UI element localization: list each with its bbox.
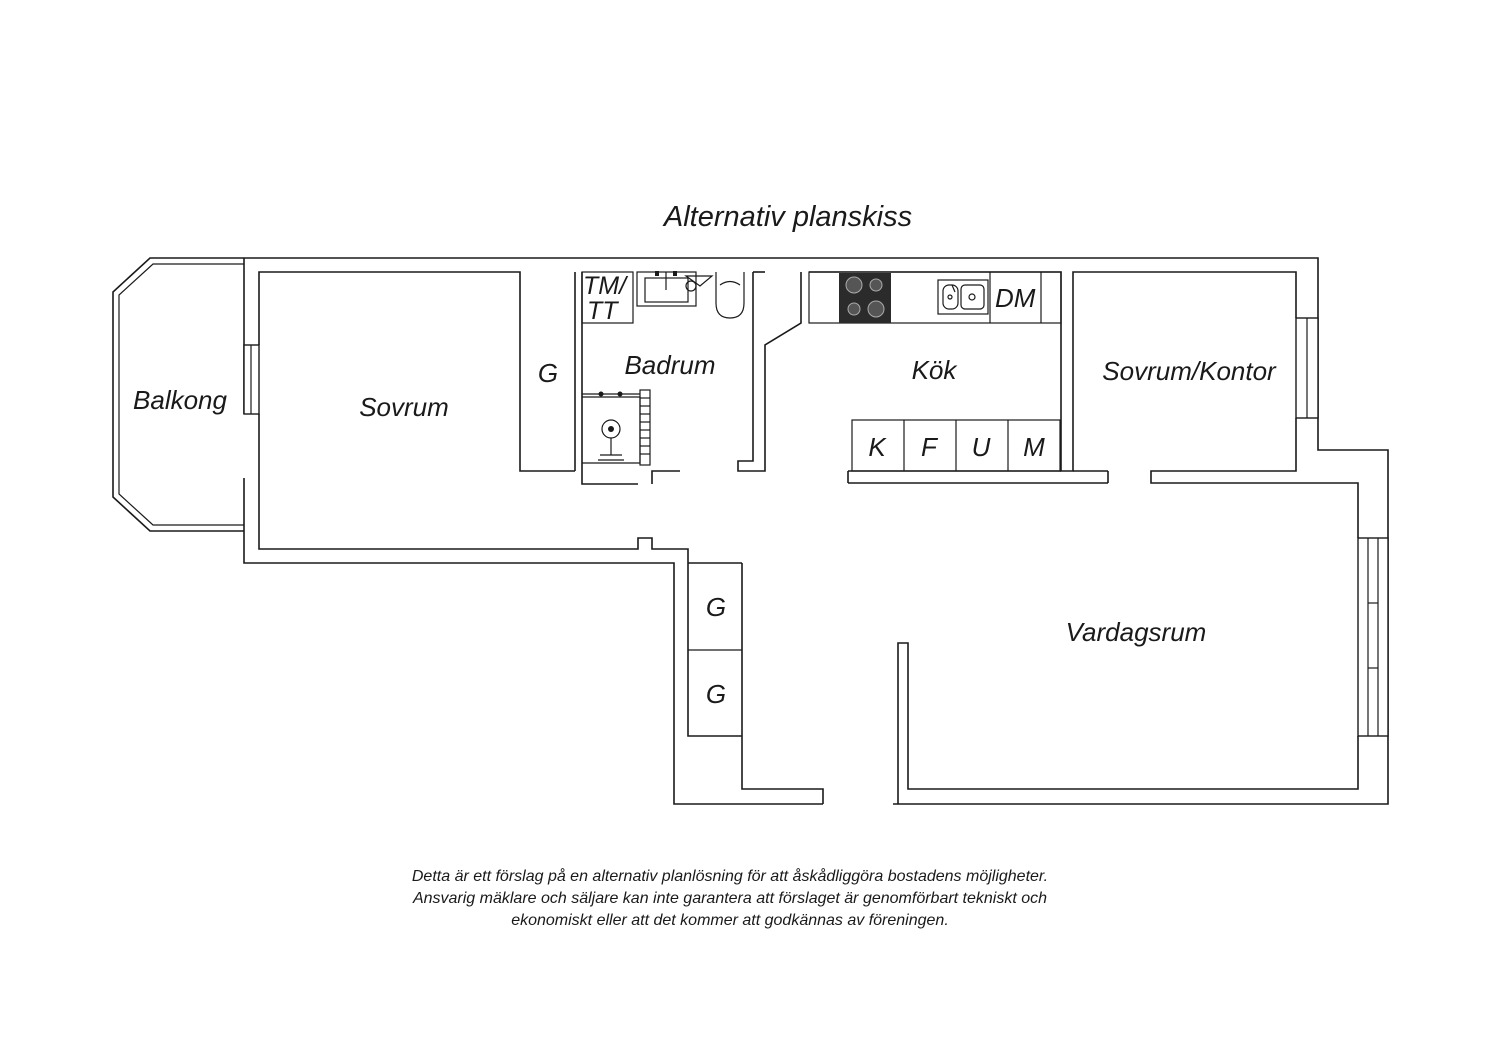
kitchen-unit-m: M bbox=[1023, 432, 1045, 462]
tm-tt-cabinet: TM/ TT bbox=[581, 271, 634, 325]
room-label-sovrum: Sovrum bbox=[359, 392, 449, 422]
disclaimer: Detta är ett förslag på en alternativ pl… bbox=[300, 866, 1160, 932]
room-label-kok: Kök bbox=[912, 355, 959, 385]
toilet-icon bbox=[715, 272, 745, 319]
room-label-vardagsrum: Vardagsrum bbox=[1066, 617, 1207, 647]
sink-icon bbox=[636, 271, 697, 307]
svg-text:TT: TT bbox=[587, 297, 619, 325]
room-label-balkong: Balkong bbox=[133, 385, 227, 415]
window-vardagsrum bbox=[1357, 537, 1389, 737]
shower-icon bbox=[582, 389, 651, 466]
wardrobe-hall-label: G bbox=[538, 358, 558, 388]
room-label-badrum: Badrum bbox=[624, 350, 715, 380]
kitchen-counter bbox=[808, 271, 1062, 324]
kitchen-appliance-row: K F U M bbox=[851, 419, 1061, 472]
plan-title: Alternativ planskiss bbox=[662, 201, 912, 233]
dishwasher-label: DM bbox=[995, 283, 1036, 313]
room-label-sovrum-kontor: Sovrum/Kontor bbox=[1102, 356, 1277, 386]
window-sovrum bbox=[243, 344, 260, 415]
wardrobe-lower-1-label: G bbox=[706, 592, 726, 622]
disclaimer-line: Ansvarig mäklare och säljare kan inte ga… bbox=[412, 890, 1048, 907]
kitchen-unit-f: F bbox=[921, 432, 939, 462]
bidet-shower-icon bbox=[684, 275, 714, 292]
stove-icon bbox=[839, 273, 891, 323]
kitchen-unit-k: K bbox=[868, 432, 887, 462]
disclaimer-line: ekonomiskt eller att det kommer att godk… bbox=[511, 912, 949, 929]
outer-walls bbox=[243, 257, 1389, 805]
kitchen-unit-u: U bbox=[972, 432, 991, 462]
disclaimer-line: Detta är ett förslag på en alternativ pl… bbox=[411, 868, 1049, 885]
svg-text:TM/: TM/ bbox=[583, 272, 629, 300]
wardrobe-lower-2-label: G bbox=[706, 679, 726, 709]
window-sovrum-kontor bbox=[1295, 317, 1319, 419]
kitchen-sink-icon bbox=[937, 279, 989, 315]
balcony bbox=[112, 257, 244, 532]
